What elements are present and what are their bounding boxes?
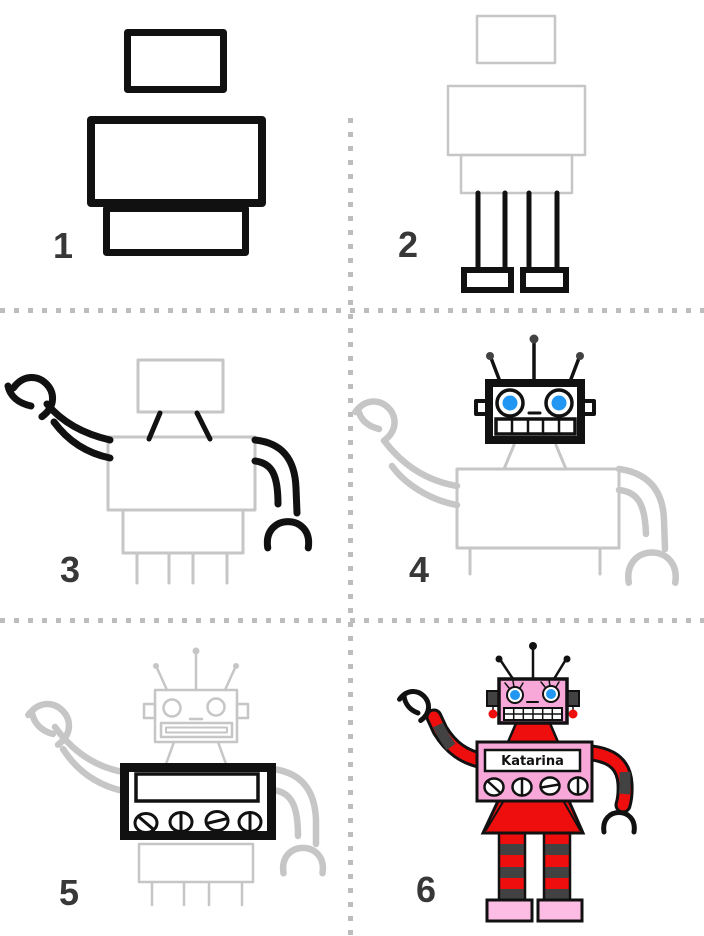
step-1-panel: 1 (0, 0, 352, 312)
robot-head (497, 677, 569, 725)
step-5-drawing: 5 (0, 647, 352, 913)
robot-neck-outline (146, 410, 213, 442)
nameplate-text: Katarina (501, 754, 564, 769)
robot-legs-outline (475, 190, 560, 273)
left-ear-guide (142, 702, 157, 720)
robot-right-arm-outline (251, 436, 309, 548)
previous-steps-guide (355, 393, 676, 583)
previous-steps-guide (28, 647, 323, 907)
hip-guide (137, 842, 255, 884)
step-5-panel: 5 (0, 624, 352, 936)
robot-ears-earrings (486, 690, 580, 719)
right-pincher-claw (267, 522, 308, 548)
arm-band (432, 722, 456, 751)
robot-skirt (480, 799, 586, 835)
dials (483, 776, 589, 797)
step-number: 3 (60, 549, 80, 590)
right-ear (566, 690, 580, 707)
step-number: 4 (409, 549, 429, 590)
robot-body-outline (87, 116, 266, 207)
dials (133, 810, 263, 834)
step-4-panel: 4 (352, 312, 704, 624)
step-number: 6 (416, 869, 436, 910)
robot-right-leg (542, 829, 572, 902)
step-2-drawing: 2 (398, 14, 587, 293)
left-ear (486, 690, 500, 707)
step-4-drawing: 4 (352, 334, 704, 590)
step-6-drawing: Katarina (352, 642, 704, 923)
teeth (494, 417, 577, 436)
step-1-drawing: 1 (53, 29, 266, 266)
robot-head-face (474, 379, 596, 444)
robot-control-panel-outline (120, 763, 276, 840)
right-foot (536, 898, 584, 923)
robot-hip-outline (103, 205, 249, 256)
left-eye (504, 680, 524, 704)
robot-left-leg (497, 829, 527, 902)
right-eye (540, 679, 560, 703)
screen-outline (134, 772, 260, 803)
robot-body: Katarina (475, 740, 594, 803)
step-number: 1 (53, 225, 73, 266)
step-3-drawing: 3 (4, 358, 352, 590)
teeth (503, 707, 563, 721)
left-arm-guide (28, 695, 127, 795)
robot-feet (485, 898, 584, 923)
robot-antennas (495, 642, 571, 681)
right-earring (568, 709, 578, 719)
right-pincher-claw (604, 813, 635, 833)
right-pupil (551, 395, 567, 411)
robot-antennas (486, 334, 584, 381)
robot-head-outline (124, 29, 227, 93)
nameplate (483, 748, 582, 773)
robot-left-arm (399, 685, 492, 770)
robot-feet-outline (461, 267, 569, 293)
step-3-panel: 3 (0, 312, 352, 624)
step-number: 5 (59, 872, 79, 913)
right-arm-guide (269, 765, 323, 873)
left-foot (485, 898, 534, 923)
robot-left-arm-outline (4, 369, 114, 462)
previous-steps-guide (106, 358, 257, 585)
head-guide (153, 688, 239, 744)
previous-steps-guide (446, 14, 587, 195)
right-arm-guide (615, 465, 676, 583)
step-number: 2 (398, 224, 418, 265)
step-2-panel: 2 (352, 0, 704, 312)
arm-band (618, 771, 631, 795)
left-earring (488, 709, 498, 719)
dotted-divider-vertical (348, 118, 353, 936)
left-pupil (502, 395, 518, 411)
left-arm-guide (355, 393, 461, 509)
robot-right-arm (583, 744, 635, 833)
right-ear-guide (235, 702, 250, 720)
step-6-panel: Katarina (352, 624, 704, 936)
